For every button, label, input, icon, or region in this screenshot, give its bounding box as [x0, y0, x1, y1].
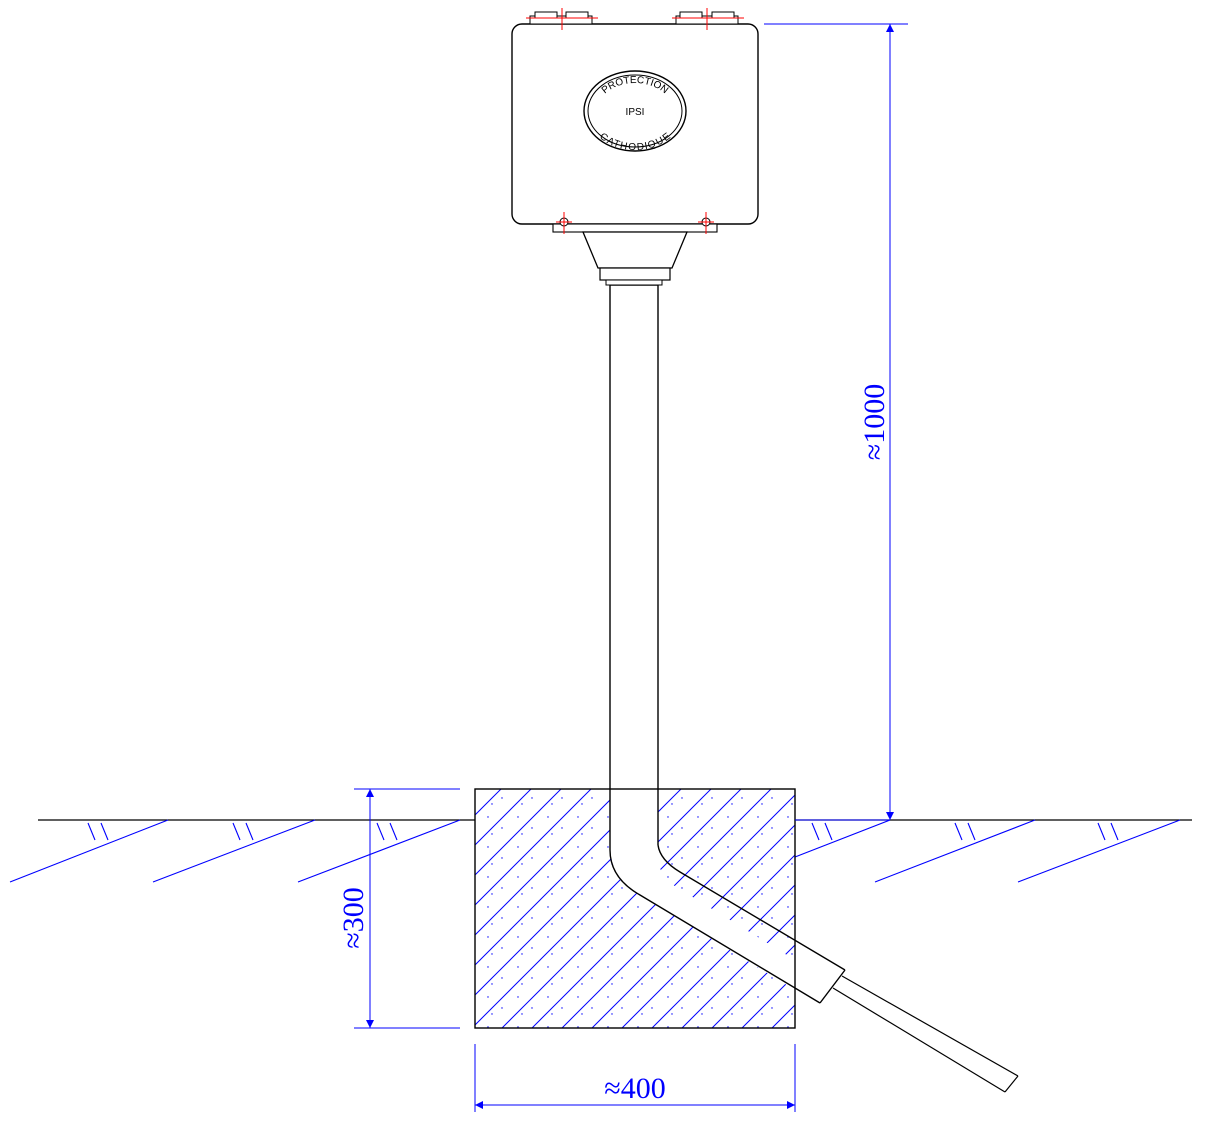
dimension-width-text: ≈400: [604, 1072, 665, 1105]
label-middle-text: IPSI: [626, 107, 645, 118]
dimension-height-text: ≈1000: [858, 384, 891, 460]
dimension-height: [764, 23, 908, 821]
ground-symbol-3: [297, 819, 461, 883]
hinge-centerlines: [526, 8, 744, 30]
junction-box: PROTECTION CATHODIQUE IPSI: [511, 8, 759, 286]
cable: [832, 975, 1019, 1093]
ground-symbol-5: [874, 819, 1036, 883]
dimension-depth-text: ≈300: [337, 887, 370, 948]
junction-box-body: [511, 23, 759, 225]
pipe-bend-inner: [657, 844, 846, 971]
dimension-width: [474, 1044, 796, 1112]
screw-right-icon: [698, 212, 714, 234]
label-outer-ring: [583, 70, 687, 152]
ground-symbol-1: [9, 819, 169, 883]
ground-symbol-4: [794, 819, 891, 858]
ground-symbol-2: [152, 819, 316, 883]
ground-hatch-symbols: [9, 819, 1181, 883]
ground-symbol-6: [1017, 819, 1181, 883]
concrete-footing: [474, 788, 796, 1029]
dimension-depth: [354, 788, 460, 1029]
support-pipe: [609, 284, 846, 1004]
pipe-bend-outer: [609, 849, 821, 1004]
junction-box-bottom-flange: [552, 223, 718, 233]
label-inner-ring: [587, 74, 683, 148]
pipe-end-cap: [819, 969, 846, 1004]
screw-left-icon: [556, 212, 572, 234]
cable-gland: [582, 231, 688, 269]
gland-nut: [599, 267, 671, 281]
